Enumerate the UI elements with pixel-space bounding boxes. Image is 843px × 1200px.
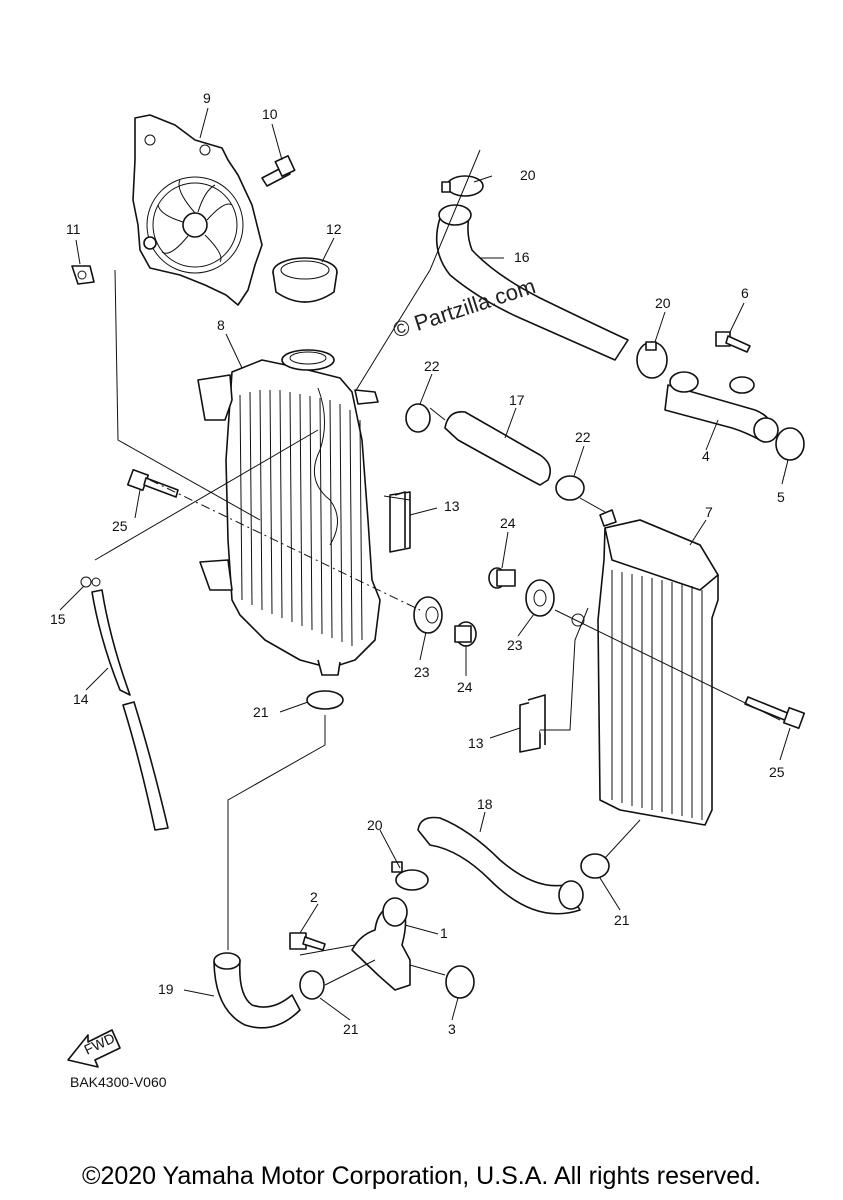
callout-21-right: 21: [614, 912, 630, 928]
left-radiator-fins: [239, 389, 363, 647]
clip-15-part[interactable]: [80, 576, 101, 588]
clip-nut-11-part[interactable]: [71, 265, 95, 285]
radiator-cap-12-part[interactable]: [272, 257, 338, 303]
callout-2: 2: [310, 889, 318, 905]
clamp-21-right-part[interactable]: [580, 853, 610, 879]
callout-8: 8: [217, 317, 225, 333]
hose-19-part[interactable]: [213, 952, 301, 1029]
bracket-13-right-part[interactable]: [519, 694, 546, 753]
hose-18-part[interactable]: [417, 816, 584, 915]
bolt-6-part[interactable]: [715, 331, 751, 353]
bolt-25-right-part[interactable]: [744, 696, 806, 730]
callout-21-top: 21: [253, 704, 269, 720]
o-ring-5-part[interactable]: [775, 427, 805, 461]
callout-4: 4: [702, 448, 710, 464]
callout-16: 16: [514, 249, 530, 265]
leader-lines: [59, 107, 791, 1021]
callout-13-left: 13: [444, 498, 460, 514]
callout-5: 5: [777, 489, 785, 505]
callout-6: 6: [741, 285, 749, 301]
clamp-21-top-part[interactable]: [306, 690, 344, 710]
callout-24-bottom: 24: [457, 679, 473, 695]
clamp-21-bottom-part[interactable]: [299, 970, 325, 1000]
callout-20-bottom: 20: [367, 817, 383, 833]
callout-1: 1: [440, 925, 448, 941]
clamp-22-right-part[interactable]: [555, 475, 585, 501]
copyright-notice: ©2020 Yamaha Motor Corporation, U.S.A. A…: [82, 1162, 761, 1190]
grommet-23-right-part[interactable]: [525, 579, 555, 617]
callout-21-bottom: 21: [343, 1021, 359, 1037]
diagram-code: BAK4300-V060: [70, 1074, 167, 1090]
grommet-23-left-part[interactable]: [413, 596, 443, 634]
callout-24-top: 24: [500, 515, 516, 531]
reference-lines: [94, 149, 781, 986]
callout-23-left: 23: [414, 664, 430, 680]
bolt-25-left-part[interactable]: [126, 468, 179, 498]
clamp-20-right-part[interactable]: [636, 341, 668, 379]
hose-16-part[interactable]: [435, 204, 629, 361]
callout-11: 11: [66, 221, 81, 237]
callout-19: 19: [158, 981, 174, 997]
overflow-hose-14-part[interactable]: [91, 589, 169, 831]
o-ring-3-part[interactable]: [445, 965, 475, 999]
callout-15: 15: [50, 611, 66, 627]
callout-25-left: 25: [112, 518, 128, 534]
callout-14: 14: [73, 691, 89, 707]
callout-10: 10: [262, 106, 278, 122]
callout-25-right: 25: [769, 764, 785, 780]
callout-18: 18: [477, 796, 493, 812]
fwd-arrow-icon: FWD: [67, 1029, 121, 1068]
bolt-10-part[interactable]: [261, 154, 296, 187]
hose-17-part[interactable]: [444, 411, 551, 486]
water-pipe-4-part[interactable]: [664, 371, 779, 443]
callout-23-right: 23: [507, 637, 523, 653]
callout-22-right: 22: [575, 429, 591, 445]
collar-24-top-part[interactable]: [488, 567, 516, 589]
fan-shroud-part[interactable]: [132, 114, 263, 306]
clamp-22-left-part[interactable]: [405, 403, 431, 433]
clamp-20-bottom-part[interactable]: [391, 861, 429, 891]
callout-20-top: 20: [520, 167, 536, 183]
right-radiator-7-part[interactable]: [571, 509, 719, 826]
bolt-2-part[interactable]: [289, 932, 326, 951]
callouts: 9 10 11 12 8 20 16 20 6 22 17 22 4 5 25 …: [50, 90, 785, 1037]
bracket-13-left-part[interactable]: [389, 491, 411, 553]
collar-24-bottom-part[interactable]: [454, 621, 477, 647]
callout-12: 12: [326, 221, 342, 237]
callout-13-right: 13: [468, 735, 484, 751]
callout-20-right: 20: [655, 295, 671, 311]
callout-17: 17: [509, 392, 525, 408]
callout-9: 9: [203, 90, 211, 106]
callout-22-left: 22: [424, 358, 440, 374]
callout-3: 3: [448, 1021, 456, 1037]
callout-7: 7: [705, 504, 713, 520]
joint-1-part[interactable]: [351, 897, 411, 991]
left-radiator-8-part[interactable]: [197, 349, 381, 676]
right-radiator-fins: [611, 570, 703, 820]
